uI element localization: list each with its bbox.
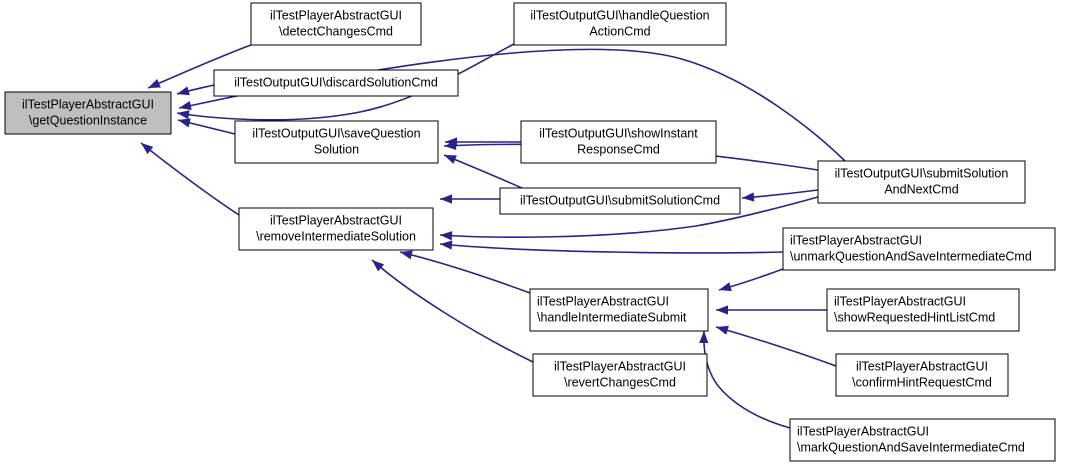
edge-arrowhead (141, 143, 154, 155)
edge-arrowhead (372, 260, 385, 272)
node-label-line: ilTestPlayerAbstractGUI (834, 294, 966, 308)
edge-arrowhead (440, 240, 453, 250)
node-box[interactable] (817, 160, 1026, 204)
node-box[interactable] (835, 353, 1009, 397)
edge-arrowhead (400, 250, 413, 260)
edge-arrowhead (716, 305, 728, 315)
node-layer: ilTestPlayerAbstractGUI \getQuestionInsta… (4, 2, 1056, 462)
node-label-line: ResponseCmd (577, 142, 660, 156)
graph-node-removeIntermediateSolution[interactable]: ilTestPlayerAbstractGUI \removeIntermedia… (238, 207, 434, 251)
node-box[interactable] (4, 91, 172, 135)
edge-arrowhead (444, 155, 457, 164)
node-label-line: \detectChangesCmd (279, 24, 393, 38)
edge-revertChangesCmd-to-removeIntermediateSolution (371, 259, 534, 363)
node-box[interactable] (499, 187, 741, 215)
node-label-line: Solution (314, 142, 359, 156)
node-label-line: ilTestOutputGUI\submitSolution (835, 166, 1009, 180)
node-box[interactable] (213, 69, 459, 97)
node-box[interactable] (513, 2, 727, 46)
node-box[interactable] (532, 353, 708, 397)
edge-unmarkQuestionAndSaveIntermediateCmd-to-handleIntermediateSubmit (718, 268, 784, 292)
graph-node-unmarkQuestionAndSaveIntermediateCmd[interactable]: ilTestPlayerAbstractGUI \unmarkQuestionAn… (782, 227, 1056, 271)
node-box[interactable] (789, 418, 1056, 462)
edge-arrowhead (444, 140, 457, 151)
node-label-line: ilTestPlayerAbstractGUI (270, 213, 402, 227)
edge-arrowhead (440, 231, 453, 241)
node-label-line: ilTestOutputGUI\submitSolutionCmd (520, 193, 720, 207)
edge-saveQuestionSolution-to-getQuestionInstance (177, 118, 236, 135)
node-label-line: \revertChangesCmd (564, 375, 676, 389)
edge-detectChangesCmd-to-getQuestionInstance (147, 44, 252, 89)
node-label-line: ilTestOutputGUI\showInstant (539, 126, 698, 140)
graph-node-revertChangesCmd[interactable]: ilTestPlayerAbstractGUI \revertChangesCmd (532, 353, 708, 397)
graph-node-handleIntermediateSubmit[interactable]: ilTestPlayerAbstractGUI \handleIntermedia… (529, 288, 709, 332)
node-label-line: ilTestPlayerAbstractGUI (797, 424, 929, 438)
edge-submitSolutionAndNextCmd-to-submitSolutionCmd (741, 189, 819, 202)
graph-node-getQuestionInstance[interactable]: ilTestPlayerAbstractGUI \getQuestionInsta… (4, 91, 172, 135)
node-label-line: ilTestPlayerAbstractGUI (554, 359, 686, 373)
graph-node-detectChangesCmd[interactable]: ilTestPlayerAbstractGUI \detectChangesCmd (250, 2, 422, 46)
edge-submitSolutionCmd-to-saveQuestionSolution (443, 154, 523, 189)
graph-node-discardSolutionCmd[interactable]: ilTestOutputGUI\discardSolutionCmd (213, 69, 459, 97)
edge-arrowhead (742, 192, 755, 202)
node-label-line: \getQuestionInstance (29, 113, 147, 127)
node-label-line: ilTestPlayerAbstractGUI (22, 97, 154, 111)
node-box[interactable] (529, 288, 709, 332)
edge-discardSolutionCmd-to-getQuestionInstance (176, 84, 215, 96)
edge-handleIntermediateSubmit-to-removeIntermediateSolution (399, 250, 531, 294)
node-label-line: ilTestPlayerAbstractGUI (270, 8, 402, 22)
edge-arrowhead (179, 101, 192, 111)
edge-showRequestedHintListCmd-to-handleIntermediateSubmit (716, 305, 827, 315)
node-box[interactable] (238, 207, 434, 251)
edge-arrowhead (699, 331, 709, 344)
node-box[interactable] (826, 288, 1020, 332)
edge-removeIntermediateSolution-to-getQuestionInstance (140, 142, 240, 216)
node-box[interactable] (250, 2, 422, 46)
node-label-line: ilTestOutputGUI\handleQuestion (530, 8, 709, 22)
graph-node-markQuestionAndSaveIntermediateCmd[interactable]: ilTestPlayerAbstractGUI \markQuestionAndS… (789, 418, 1056, 462)
edge-unmarkQuestionAndSaveIntermediateCmd-to-removeIntermediateSolution (439, 240, 784, 254)
edge-arrowhead (440, 194, 452, 204)
node-label-line: ActionCmd (589, 24, 650, 38)
edge-arrowhead (719, 282, 732, 292)
node-label-line: \handleIntermediateSubmit (537, 310, 687, 324)
node-label-line: \removeIntermediateSolution (256, 229, 416, 243)
node-label-line: ilTestPlayerAbstractGUI (856, 359, 988, 373)
node-label-line: \confirmHintRequestCmd (852, 375, 992, 389)
node-label-line: ilTestOutputGUI\saveQuestion (252, 126, 420, 140)
node-label-line: \unmarkQuestionAndSaveIntermediateCmd (790, 249, 1032, 263)
graph-node-submitSolutionCmd[interactable]: ilTestOutputGUI\submitSolutionCmd (499, 187, 741, 215)
node-box[interactable] (234, 120, 439, 164)
node-box[interactable] (520, 120, 717, 164)
node-label-line: ilTestOutputGUI\discardSolutionCmd (234, 75, 438, 89)
node-label-line: ilTestPlayerAbstractGUI (537, 294, 669, 308)
edge-arrowhead (716, 325, 729, 335)
edge-arrowhead (177, 86, 190, 96)
node-label-line: ilTestPlayerAbstractGUI (790, 233, 922, 247)
graph-node-confirmHintRequestCmd[interactable]: ilTestPlayerAbstractGUI \confirmHintReque… (835, 353, 1009, 397)
edge-arrowhead (148, 79, 161, 88)
node-label-line: AndNextCmd (884, 182, 958, 196)
node-label-line: \showRequestedHintListCmd (834, 310, 995, 324)
edge-submitSolutionAndNextCmd-to-removeIntermediateSolution (439, 196, 819, 241)
node-box[interactable] (782, 227, 1056, 271)
graph-node-showRequestedHintListCmd[interactable]: ilTestPlayerAbstractGUI \showRequestedHin… (826, 288, 1020, 332)
edge-submitSolutionCmd-to-removeIntermediateSolution (440, 194, 500, 204)
edge-layer (140, 43, 846, 429)
edge-arrowhead (177, 110, 190, 120)
edge-arrowhead (178, 118, 191, 128)
edge-confirmHintRequestCmd-to-handleIntermediateSubmit (715, 325, 837, 367)
node-label-line: \markQuestionAndSaveIntermediateCmd (797, 440, 1025, 454)
edge-markQuestionAndSaveIntermediateCmd-to-handleIntermediateSubmit (699, 330, 791, 429)
edge-handleQuestionActionCmd-to-getQuestionInstance (176, 43, 515, 121)
